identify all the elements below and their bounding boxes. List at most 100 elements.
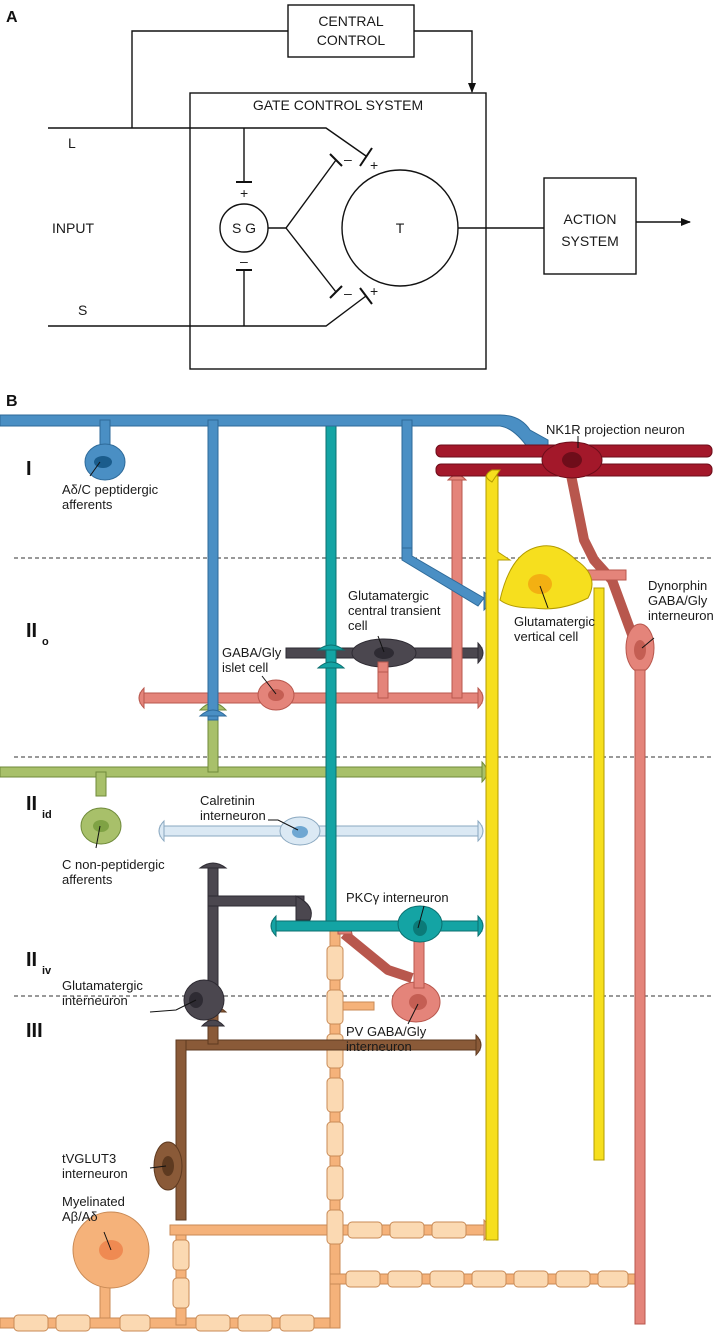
s-synapse-bar	[359, 287, 373, 305]
myelin-segment	[326, 1077, 344, 1113]
vertical-top-terminal	[486, 469, 501, 483]
tvglut3-trunk	[175, 1039, 187, 1221]
lamina-iio-label: II	[26, 620, 37, 642]
gate-control-title: GATE CONTROL SYSTEM	[253, 97, 423, 113]
panel-b: B I II o II id II iv III	[0, 393, 714, 1332]
calretinin-right-terminal	[477, 819, 484, 843]
input-label: INPUT	[52, 220, 94, 236]
callout-calretinin	[268, 819, 299, 831]
sign-plus-upper: +	[370, 157, 378, 173]
s-fibre-line	[48, 295, 367, 327]
label-pv-1: PV GABA/Gly	[346, 1024, 427, 1039]
central-control-text-1: CENTRAL	[318, 13, 384, 29]
glutamatergic-interneuron	[183, 862, 312, 1027]
label-central-transient-2: central transient	[348, 603, 441, 618]
label-central-transient-1: Glutamatergic	[348, 588, 429, 603]
pkc-left-terminal	[270, 914, 277, 938]
myelin-segment	[326, 1209, 344, 1245]
myelin-segment	[119, 1314, 151, 1332]
nk1r-projection-neuron	[435, 441, 713, 479]
callout-glut-inter	[149, 999, 197, 1013]
glut-inter-bottom-terminal	[200, 1019, 226, 1027]
lamina-iiid-sub: id	[42, 809, 52, 821]
lamina-iii-label: III	[26, 1020, 43, 1042]
panel-a-label: A	[6, 9, 18, 26]
calretinin-interneuron	[158, 816, 484, 846]
callout-lines	[89, 436, 655, 1251]
myelin-segment	[13, 1314, 49, 1332]
peptidergic-nucleus	[94, 456, 112, 468]
l-to-central-line	[131, 30, 288, 128]
tvglut3-interneuron	[153, 1005, 482, 1221]
peptidergic-terminal	[198, 709, 228, 717]
islet-axon	[139, 692, 483, 704]
nk1r-to-dynorphin-dendrite	[565, 469, 639, 642]
tvglut3-axon	[175, 1039, 481, 1051]
pkc-right-terminal	[477, 914, 484, 938]
myelin-segment	[326, 1165, 344, 1201]
myelin-segment	[279, 1314, 315, 1332]
label-glut-inter-1: Glutamatergic	[62, 978, 143, 993]
glutamatergic-central-transient-cell	[285, 638, 484, 668]
islet-nucleus	[268, 689, 284, 701]
sign-minus-upper: –	[344, 151, 352, 167]
myelin-segment	[326, 945, 344, 981]
l-fibre-line	[48, 127, 367, 157]
callout-tvglut3	[149, 1165, 167, 1169]
label-central-transient-3: cell	[348, 618, 368, 633]
input-s-label: S	[78, 302, 87, 318]
callout-pv	[407, 1003, 419, 1025]
label-vertical-2: vertical cell	[514, 629, 578, 644]
islet-left-terminal	[138, 686, 145, 710]
myelin-segment	[347, 1221, 383, 1239]
callout-central-transient	[377, 635, 385, 653]
myelin-branch-pv	[339, 1001, 375, 1011]
nk1r-nucleus	[562, 452, 582, 468]
label-dynorphin-2: GABA/Gly	[648, 593, 708, 608]
label-non-peptidergic-2: afferents	[62, 872, 113, 887]
callout-vertical	[539, 585, 549, 609]
label-dynorphin-3: interneuron	[648, 608, 714, 623]
dynorphin-nucleus	[634, 640, 646, 660]
callout-non-peptidergic	[95, 825, 101, 849]
tvglut3-terminal	[475, 1033, 482, 1057]
myelin-segment	[345, 1270, 381, 1288]
myelin-segment	[429, 1270, 465, 1288]
myelin-segment	[326, 989, 344, 1025]
dynorphin-axon	[634, 669, 646, 1325]
glut-inter-cell-body	[183, 979, 225, 1021]
myelin-segment	[326, 1121, 344, 1157]
vertical-left-process	[485, 475, 512, 1241]
label-peptidergic-1: Aδ/C peptidergic	[62, 482, 159, 497]
lamina-i-label: I	[26, 458, 32, 480]
callout-myelinated	[103, 1231, 112, 1251]
sign-minus-sg-s: –	[240, 253, 248, 269]
sg-lower-bar	[329, 285, 343, 299]
central-transient-nucleus	[374, 647, 394, 659]
c-non-peptidergic-afferent	[0, 702, 488, 845]
label-vertical-1: Glutamatergic	[514, 614, 595, 629]
sign-minus-lower: –	[344, 285, 352, 301]
label-dynorphin-1: Dynorphin	[648, 578, 707, 593]
glutamatergic-vertical-cell	[485, 469, 605, 1241]
label-nk1r: NK1R projection neuron	[546, 422, 685, 437]
pkc-nucleus	[413, 920, 427, 936]
label-pkc: PKCγ interneuron	[346, 890, 449, 905]
myelin-segment	[55, 1314, 91, 1332]
glut-inter-terminal	[295, 895, 312, 921]
glut-inter-top	[198, 862, 228, 869]
central-transient-stalk-join	[377, 661, 389, 673]
label-myelinated-2: Aβ/Aδ	[62, 1209, 98, 1224]
calretinin-axon	[159, 825, 483, 837]
myelin-segment	[431, 1221, 467, 1239]
peptidergic-branch-1	[207, 419, 219, 721]
label-myelinated-1: Myelinated	[62, 1194, 125, 1209]
pkc-axon	[271, 920, 483, 932]
label-calretinin-2: interneuron	[200, 808, 266, 823]
sign-plus-lower: +	[370, 283, 378, 299]
action-system-text-1: ACTION	[564, 211, 617, 227]
peptidergic-afferent	[0, 414, 549, 721]
action-system-box	[543, 177, 637, 275]
sg-label: S G	[232, 220, 256, 236]
